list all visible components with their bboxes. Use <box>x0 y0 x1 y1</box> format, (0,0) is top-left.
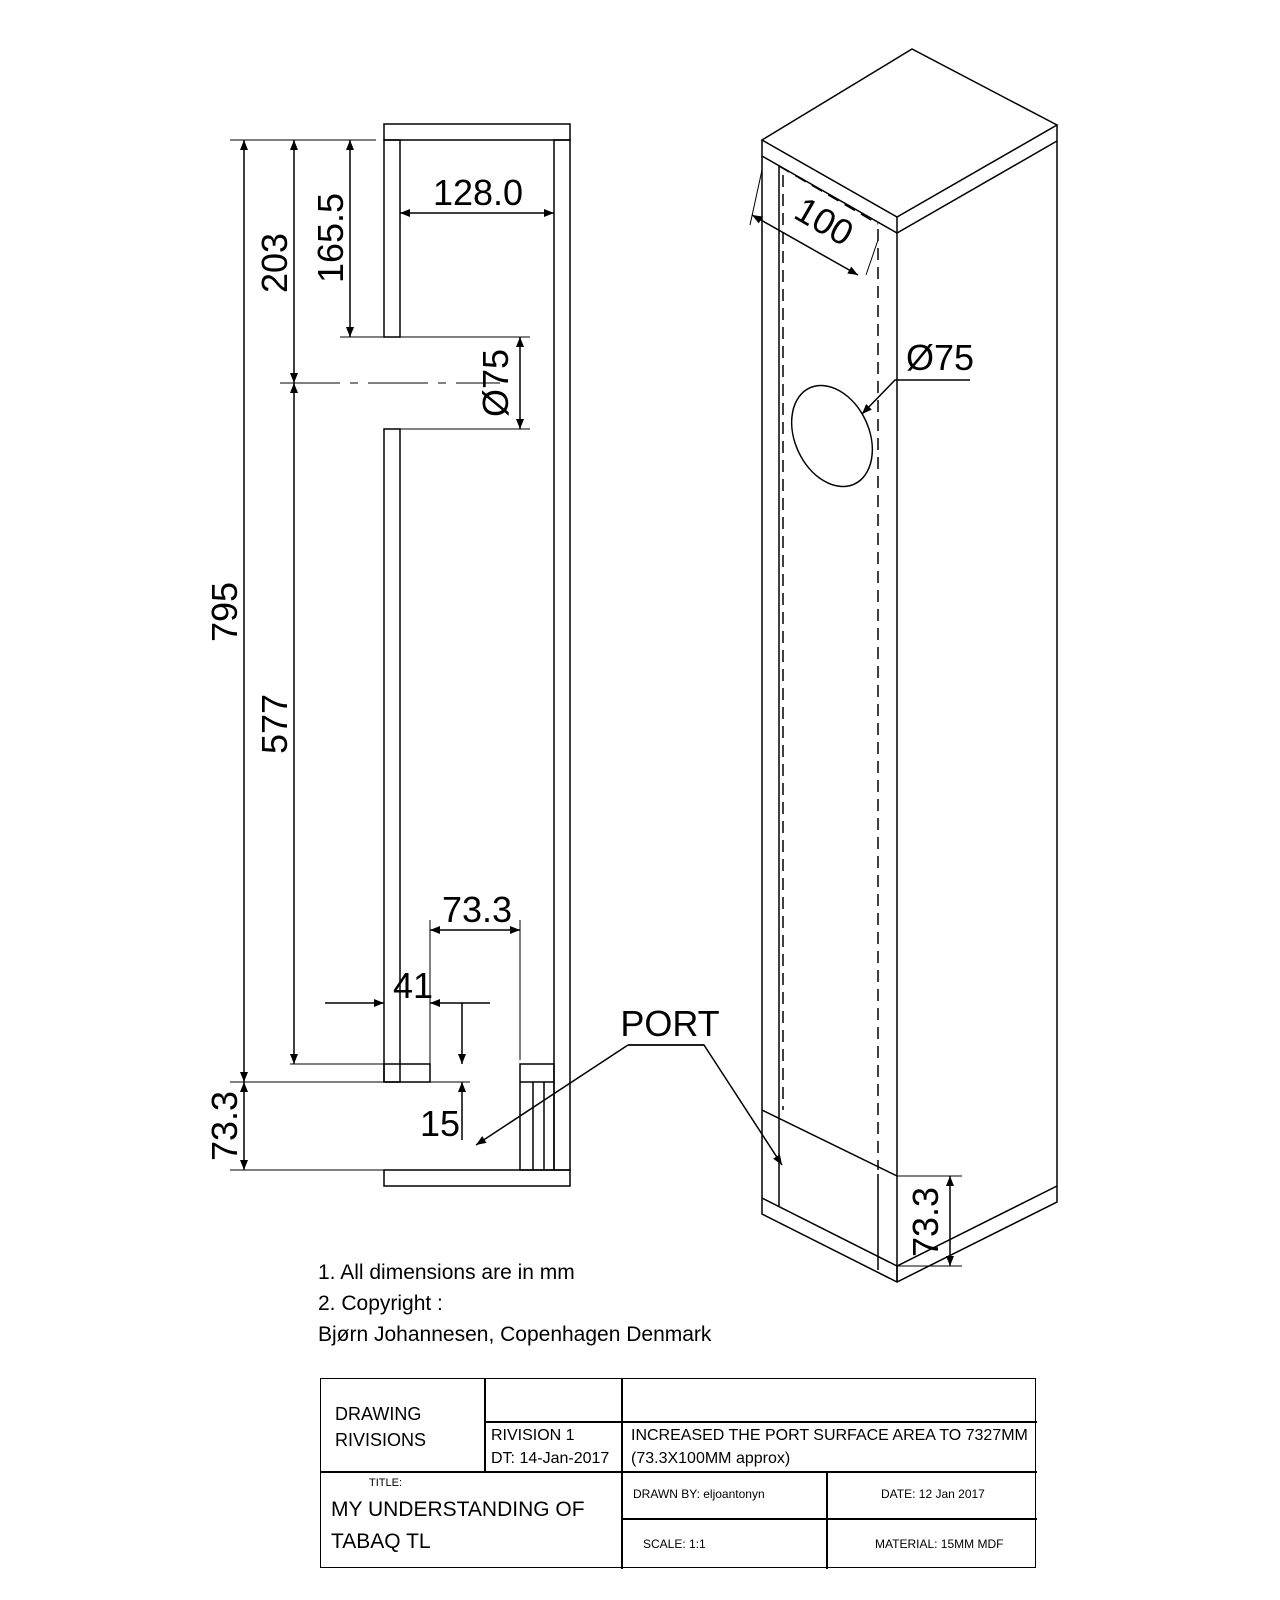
revision-note-sub: (73.3X100MM approx) <box>631 1450 791 1467</box>
isometric-view <box>749 48 1059 1283</box>
drawing-date: DATE: 12 Jan 2017 <box>881 1487 985 1501</box>
dim-203: 203 <box>254 233 295 293</box>
dim-795: 795 <box>204 582 245 642</box>
dim-port-75: Ø75 <box>475 349 516 417</box>
drawing-notes: 1. All dimensions are in mm 2. Copyright… <box>318 1257 711 1350</box>
bottom-baffle <box>383 1063 431 1083</box>
iso-dim-100: 100 <box>788 188 861 254</box>
iso-hole <box>790 384 874 488</box>
port-block <box>519 1063 555 1171</box>
title-block: DRAWING RIVISIONS RIVISION 1 DT: 14-Jan-… <box>320 1378 1037 1569</box>
side-view-labels: 795 203 165.5 577 Ø75 73.3 128.0 73.3 41… <box>204 172 720 1161</box>
title-label: TITLE: <box>369 1477 403 1489</box>
drawn-by: DRAWN BY: eljoantonyn <box>633 1487 765 1501</box>
note-line: Bjørn Johannesen, Copenhagen Denmark <box>318 1323 712 1346</box>
iso-dim-hole: Ø75 <box>906 337 974 378</box>
left-wall-upper <box>383 139 401 338</box>
dim-577: 577 <box>254 694 295 754</box>
right-wall <box>553 139 571 1171</box>
drawing-material: MATERIAL: 15MM MDF <box>875 1537 1004 1551</box>
revision-note: INCREASED THE PORT SURFACE AREA TO 7327M… <box>631 1427 1028 1444</box>
revisions-label-line: DRAWING <box>335 1404 422 1424</box>
top-panel <box>383 123 571 141</box>
dim-41: 41 <box>393 965 433 1006</box>
revision-number: RIVISION 1 <box>491 1427 575 1444</box>
dim-165-5: 165.5 <box>310 193 351 283</box>
port-label: PORT <box>620 1003 719 1044</box>
note-line: 2. Copyright : <box>318 1292 443 1315</box>
dim-73-3-left: 73.3 <box>204 1091 245 1161</box>
dim-15: 15 <box>420 1103 460 1144</box>
iso-dim-line-100 <box>751 214 859 276</box>
dim-73-3-bottom: 73.3 <box>442 889 512 930</box>
drawing-title: MY UNDERSTANDING OF TABAQ TL <box>331 1494 585 1558</box>
bottom-panel <box>383 1169 571 1187</box>
drawing-title-line: TABAQ TL <box>331 1530 431 1553</box>
revision-date: DT: 14-Jan-2017 <box>491 1450 610 1467</box>
drawing-title-line: MY UNDERSTANDING OF <box>331 1498 585 1521</box>
drawing-scale: SCALE: 1:1 <box>643 1537 706 1551</box>
side-view <box>230 123 783 1187</box>
revisions-label-line: RIVISIONS <box>335 1430 427 1450</box>
isometric-labels: 100 Ø75 73.3 <box>788 188 974 1257</box>
dim-128: 128.0 <box>433 172 523 213</box>
iso-dim-73-3: 73.3 <box>905 1187 946 1257</box>
note-line: 1. All dimensions are in mm <box>318 1261 575 1284</box>
revisions-label: DRAWING RIVISIONS <box>335 1401 426 1453</box>
